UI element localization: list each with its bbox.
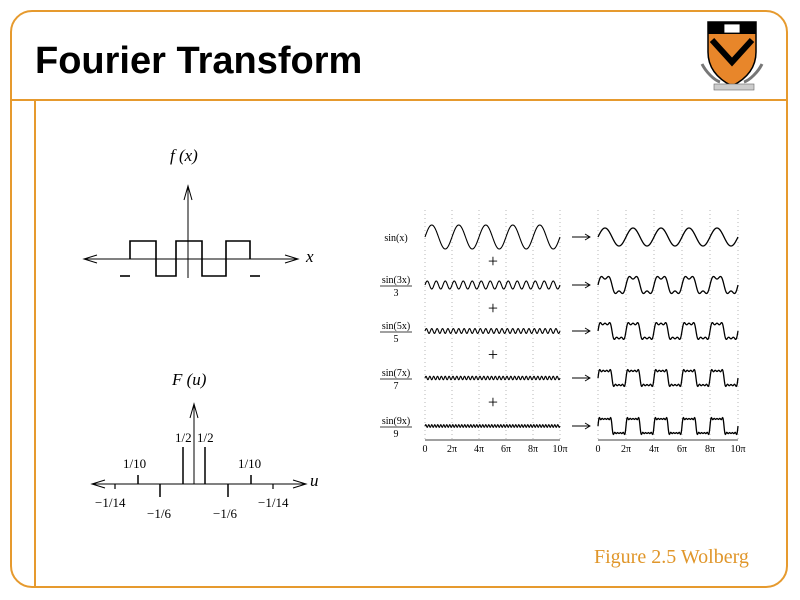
left-margin-rule — [34, 100, 36, 587]
figure-caption: Figure 2.5 Wolberg — [594, 546, 749, 568]
slide-frame — [10, 10, 788, 588]
slide-title: Fourier Transform — [35, 40, 363, 82]
princeton-shield-icon — [700, 21, 764, 91]
title-divider — [11, 99, 787, 101]
